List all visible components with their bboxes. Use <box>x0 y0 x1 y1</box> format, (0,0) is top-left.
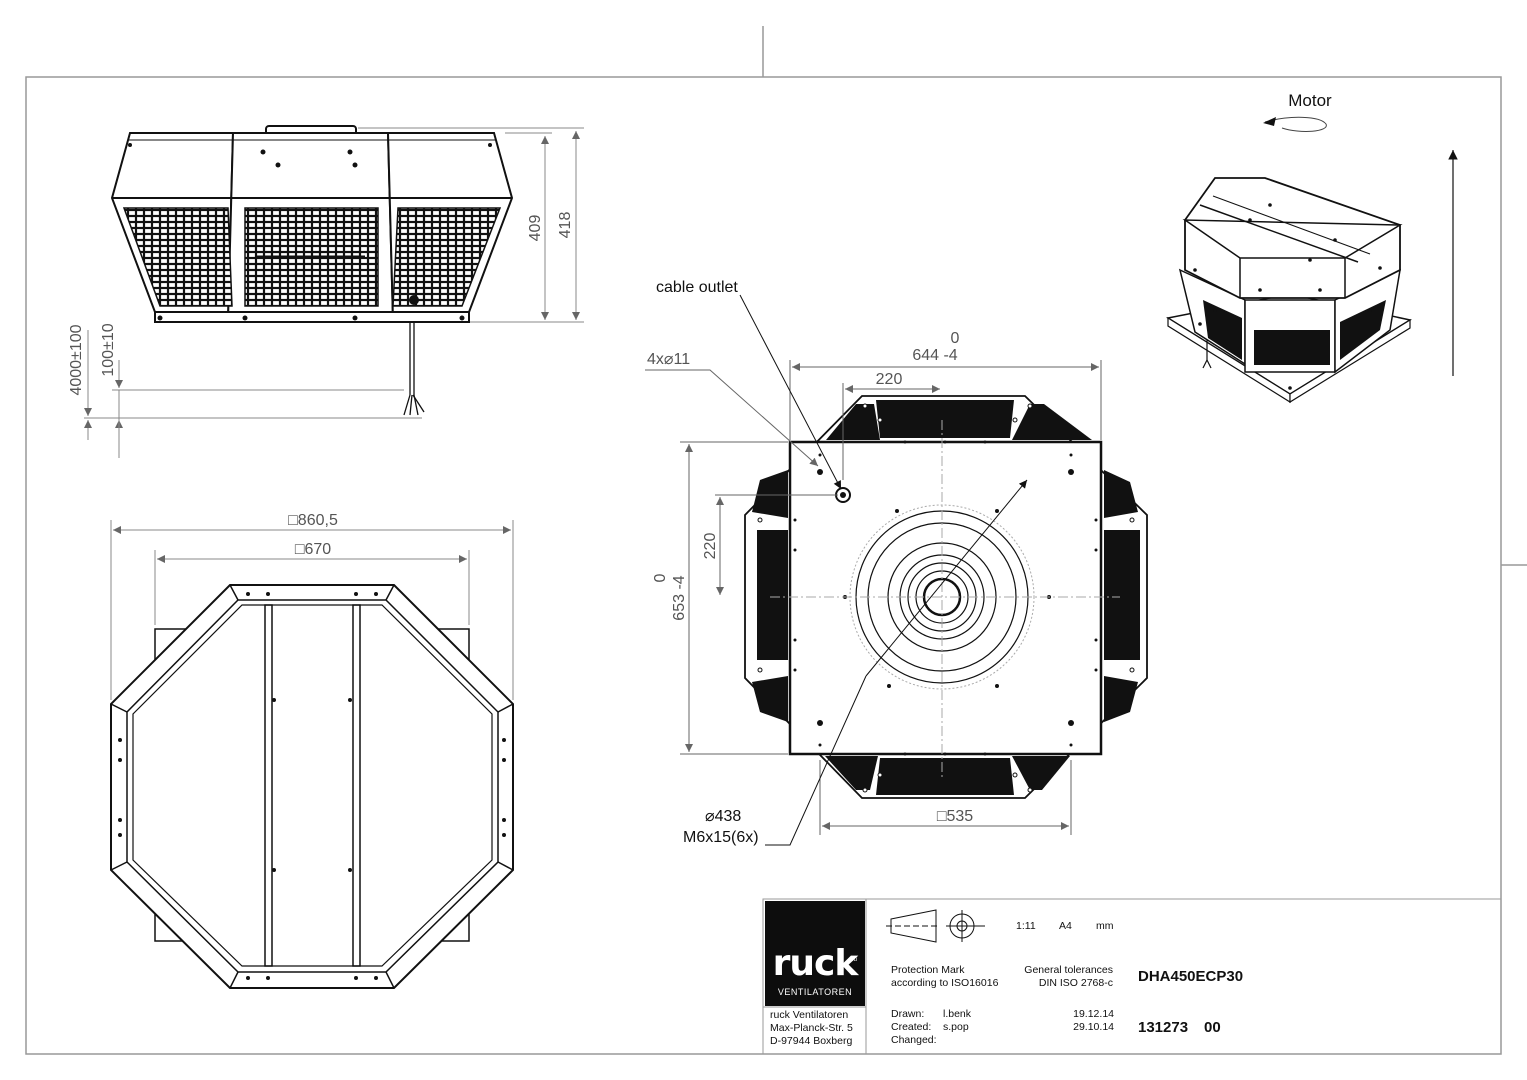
dim-535: □535 <box>937 808 973 825</box>
unit: mm <box>1096 920 1114 932</box>
product-code: DHA450ECP30 <box>1138 968 1244 985</box>
address-line-3: D-97944 Boxberg <box>770 1035 853 1047</box>
company-logo: ruck .eu VENTILATOREN <box>765 901 865 1006</box>
company-address: ruck Ventilatoren Max-Planck-Str. 5 D-97… <box>770 1009 853 1048</box>
logo-eu: .eu <box>848 957 857 963</box>
dim-409: 409 <box>527 215 544 242</box>
drawing-number: 131273 <box>1138 1019 1189 1036</box>
dim-height: 653 -4 <box>671 575 688 620</box>
tolerances-line-1: General tolerances <box>1024 964 1113 976</box>
scale: 1:11 <box>1016 920 1036 932</box>
paper-size: A4 <box>1059 920 1072 932</box>
drawn-label: Drawn: <box>891 1008 925 1020</box>
drawn-by: l.benk <box>943 1008 972 1020</box>
changed-label: Changed: <box>891 1034 937 1046</box>
protection-mark-line-2: according to ISO16016 <box>891 977 999 989</box>
protection-mark-line-1: Protection Mark <box>891 964 965 976</box>
dim-220-top: 220 <box>876 371 903 388</box>
dim-860: □860,5 <box>288 512 338 529</box>
address-line-1: ruck Ventilatoren <box>770 1009 849 1021</box>
created-date: 29.10.14 <box>1073 1021 1114 1033</box>
motor-label: Motor <box>1288 91 1332 110</box>
dim-diameter: ⌀438 <box>705 808 741 825</box>
side-view: 418 409 4000±100 100±10 <box>68 125 584 458</box>
title-block-frame <box>762 898 1502 1055</box>
top-view: □860,5 □670 <box>110 512 514 989</box>
general-tolerances: General tolerances DIN ISO 2768-c <box>1000 964 1113 990</box>
dim-height-tol: 0 <box>652 573 669 582</box>
dim-418: 418 <box>557 212 574 239</box>
revision: 00 <box>1204 1019 1221 1036</box>
tolerances-line-2: DIN ISO 2768-c <box>1038 977 1113 989</box>
created-label: Created: <box>891 1021 932 1033</box>
iso-view: Motor <box>1165 91 1458 404</box>
holes-label: 4x⌀11 <box>647 351 690 368</box>
address-line-2: Max-Planck-Str. 5 <box>770 1022 853 1034</box>
dim-cable-length: 4000±100 <box>68 324 85 395</box>
plan-view: cable outlet 4x⌀11 0 644 -4 220 0 653 -4… <box>645 279 1148 846</box>
dim-220-side: 220 <box>702 533 719 560</box>
dim-670: □670 <box>295 541 331 558</box>
logo-wordmark: ruck <box>772 943 859 984</box>
logo-subtitle: VENTILATOREN <box>777 987 853 997</box>
created-by: s.pop <box>943 1021 969 1033</box>
cable-outlet-label: cable outlet <box>656 279 738 296</box>
drawn-date: 19.12.14 <box>1073 1008 1114 1020</box>
protection-mark: Protection Mark according to ISO16016 <box>891 964 998 990</box>
dim-cable-strip: 100±10 <box>100 323 117 376</box>
dim-width-tol: 0 <box>951 330 960 347</box>
dim-width: 644 -4 <box>912 347 957 364</box>
dim-screws: M6x15(6x) <box>683 829 759 846</box>
